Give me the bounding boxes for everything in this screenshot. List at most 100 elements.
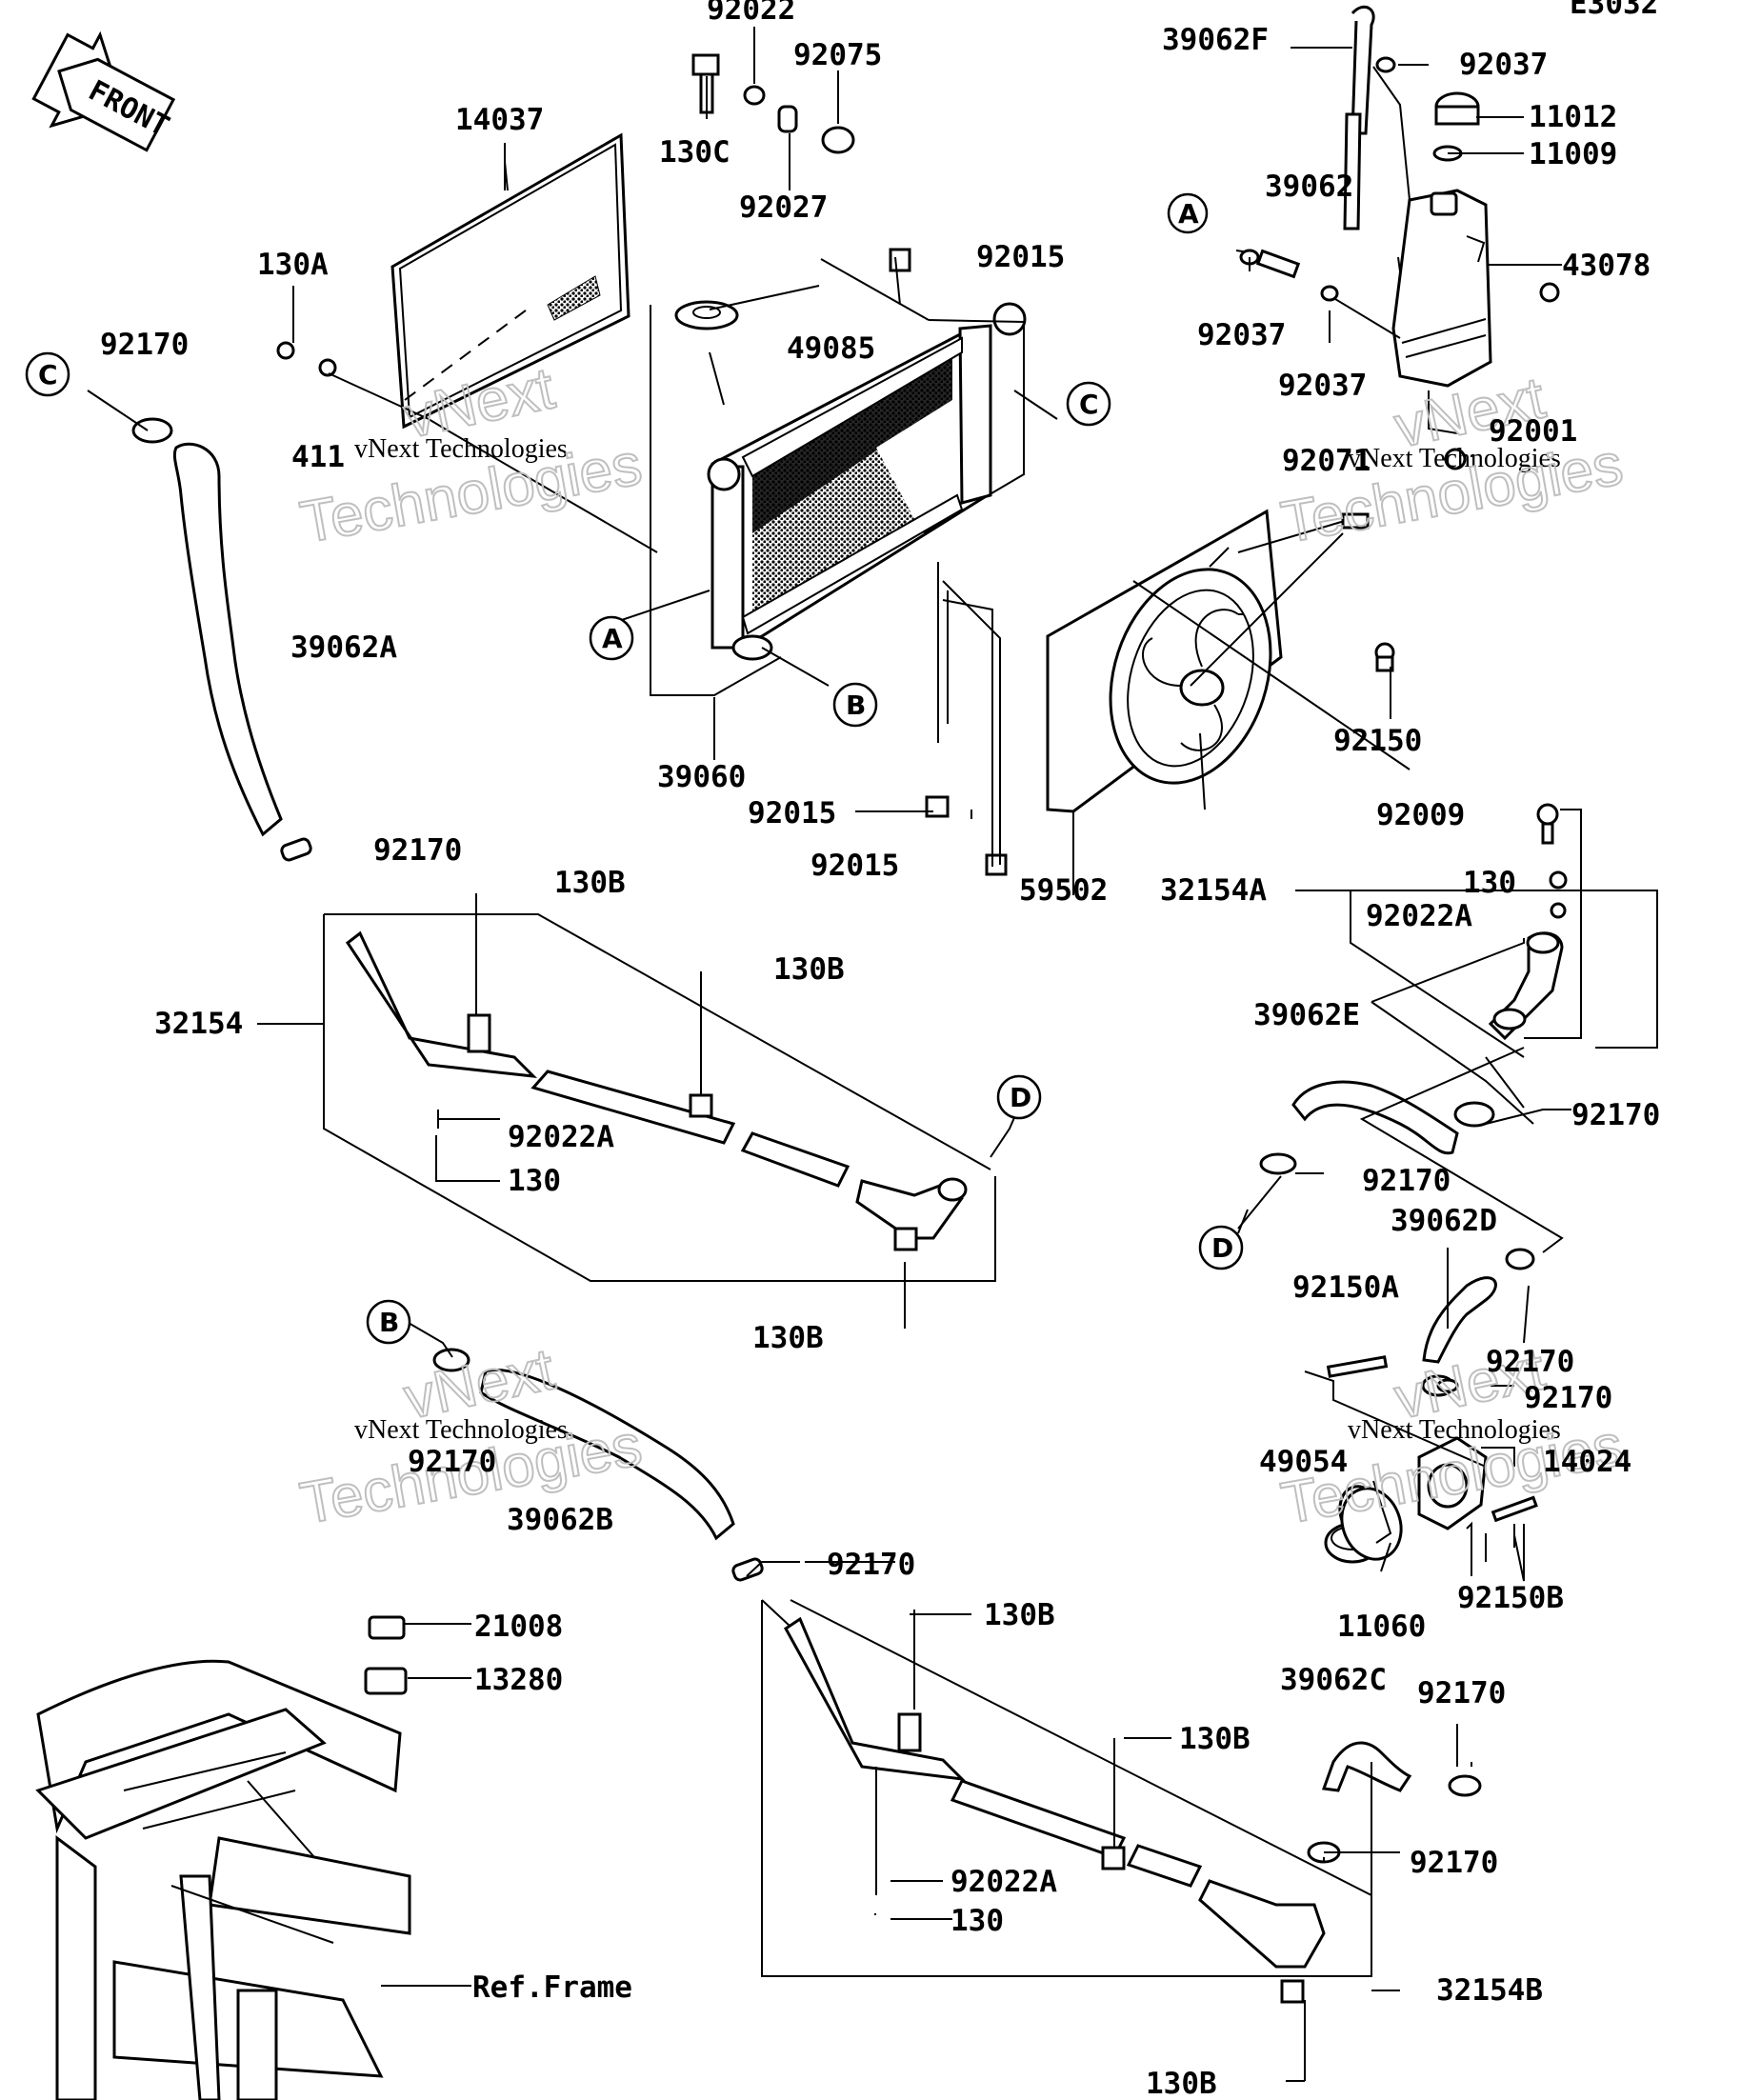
part-label: 92037 — [1197, 318, 1286, 352]
part-label: 92170 — [100, 328, 189, 362]
ref-letter: D — [1010, 1082, 1031, 1113]
part-label: 32154A — [1160, 873, 1267, 908]
ref-letter: A — [1178, 198, 1199, 230]
part-label: 13280 — [474, 1663, 563, 1697]
part-label: 92170 — [1417, 1676, 1506, 1710]
part-label: 39062A — [290, 630, 397, 665]
part-label: 130B — [752, 1321, 824, 1355]
radiator-screen — [390, 132, 630, 430]
part-label: 92170 — [827, 1548, 915, 1582]
part-label: 130C — [659, 135, 730, 170]
ref-circle-b-low: B — [366, 1299, 411, 1345]
part-label: 130B — [773, 952, 845, 987]
part-label: 39060 — [657, 760, 746, 794]
part-label: 92170 — [373, 833, 462, 868]
right-hoses — [1259, 931, 1564, 1864]
ref-circle-c-right: C — [1066, 381, 1111, 427]
part-label: 92150A — [1292, 1270, 1399, 1305]
part-label: 92170 — [1362, 1164, 1451, 1198]
part-label: 43078 — [1562, 249, 1651, 283]
ref-circle-a-top: A — [1167, 192, 1209, 234]
ref-circle-a-mid: A — [589, 615, 634, 661]
part-label: 92027 — [739, 190, 828, 225]
ref-letter: A — [602, 623, 623, 654]
ref-circle-d-mid: D — [996, 1074, 1042, 1120]
part-label: 49054 — [1259, 1445, 1348, 1479]
watermark: vNext Technologies vNext Technologies vN… — [294, 354, 1628, 1538]
part-label: 92170 — [408, 1445, 496, 1479]
part-label: 11012 — [1529, 100, 1617, 134]
part-label: 92170 — [1524, 1381, 1612, 1415]
part-label: 411 — [291, 440, 345, 474]
front-arrow-icon: FRONT — [31, 30, 176, 152]
part-label: 92170 — [1486, 1345, 1574, 1379]
watermark-line: vNext Technologies — [354, 434, 568, 464]
part-label: 39062E — [1253, 998, 1360, 1032]
cooling-fan — [1046, 509, 1370, 813]
part-label: 92170 — [1410, 1846, 1498, 1880]
part-labels: 92022 92075 130C 92027 14037 130A 92170 … — [100, 0, 1660, 2100]
part-label: 130A — [257, 248, 329, 282]
part-label: 130 — [1463, 866, 1516, 900]
part-label: 130B — [984, 1598, 1055, 1632]
part-label: 14037 — [455, 103, 544, 137]
part-label: 92015 — [748, 796, 836, 830]
part-label: 92015 — [810, 849, 899, 883]
part-label: 49085 — [787, 331, 875, 366]
part-label: 92015 — [976, 240, 1065, 274]
part-label: 92022 — [707, 0, 795, 27]
part-label: 92009 — [1376, 798, 1465, 832]
part-label: 92075 — [793, 38, 882, 72]
part-label: 39062D — [1391, 1204, 1497, 1238]
part-label: 39062F — [1162, 23, 1269, 57]
part-label: 32154 — [154, 1007, 243, 1041]
part-label: 92071 — [1282, 444, 1371, 478]
part-label: 130B — [554, 866, 626, 900]
ref-circle-b-mid: B — [832, 682, 878, 728]
part-label: 92037 — [1278, 369, 1367, 403]
leader-lines — [87, 27, 1658, 2082]
ref-frame-label: Ref.Frame — [472, 1970, 632, 2005]
ref-letter: C — [1079, 389, 1099, 420]
part-label: 11009 — [1529, 137, 1617, 171]
part-label: 14024 — [1543, 1445, 1631, 1479]
part-label: 130 — [951, 1904, 1004, 1938]
frame — [35, 1615, 411, 2100]
ref-circle-c-left: C — [25, 351, 70, 397]
thermostat-housing — [1324, 1355, 1538, 1564]
coolant-pipe-lower — [784, 1616, 1326, 2004]
part-label: 92022A — [951, 1865, 1057, 1899]
part-label: 32154B — [1436, 1973, 1543, 2008]
part-label: 39062B — [507, 1503, 613, 1537]
part-label: 92022A — [1366, 899, 1472, 933]
part-label: 92001 — [1489, 414, 1577, 449]
upper-hose — [131, 417, 312, 862]
diagram-code: E3032 — [1570, 0, 1658, 21]
overflow-hose — [1343, 5, 1411, 230]
part-label: 39062 — [1265, 170, 1353, 204]
reservoir-tank — [1391, 91, 1492, 388]
ref-letter: B — [846, 690, 866, 721]
watermark-line: vNext Technologies — [1348, 444, 1561, 473]
part-label: 59502 — [1019, 873, 1108, 908]
lower-hose — [432, 1348, 764, 1582]
watermark-line: vNext Technologies — [354, 1415, 568, 1445]
part-label: 92150B — [1457, 1581, 1564, 1615]
part-label: 92037 — [1459, 48, 1548, 82]
part-label: 130B — [1146, 2067, 1217, 2100]
ref-letter: D — [1211, 1232, 1233, 1264]
ref-letter: B — [379, 1307, 399, 1338]
ref-circle-d-right: D — [1198, 1225, 1244, 1270]
part-label: 92022A — [508, 1120, 614, 1154]
radiator-cap-icon — [674, 300, 739, 330]
watermark-line: vNext Technologies — [1348, 1415, 1561, 1445]
part-label: 130 — [508, 1164, 561, 1198]
part-label: 39062C — [1280, 1663, 1387, 1697]
part-label: 92150 — [1333, 724, 1422, 758]
part-label: 130B — [1179, 1722, 1251, 1756]
part-label: 21008 — [474, 1610, 563, 1644]
part-label: 11060 — [1337, 1610, 1426, 1644]
part-label: 92170 — [1571, 1098, 1660, 1132]
radiator — [707, 302, 1027, 661]
